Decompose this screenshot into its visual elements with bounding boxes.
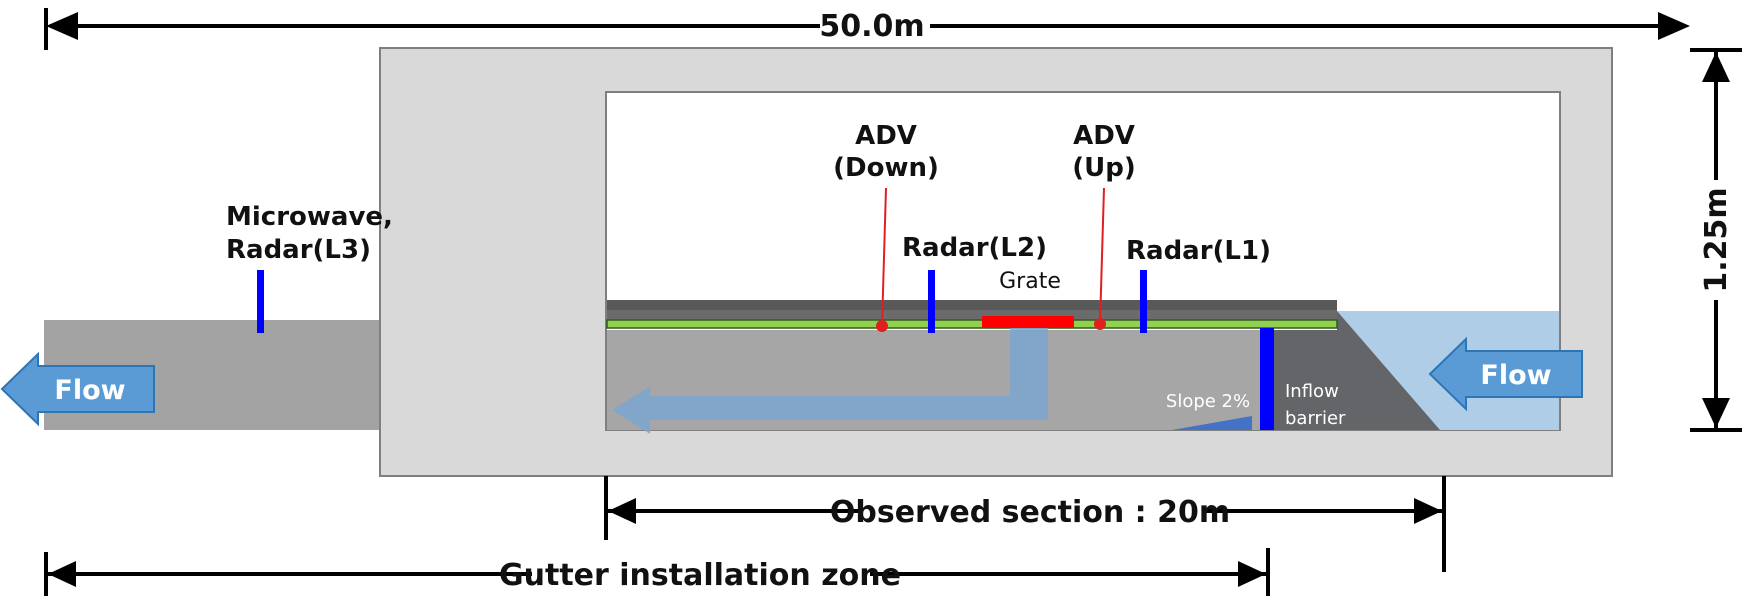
adv-up-sensor bbox=[1094, 318, 1106, 330]
inflow-barrier-label-1: Inflow bbox=[1285, 381, 1339, 402]
adv-up-leader bbox=[1099, 187, 1105, 325]
radar-l1-sensor bbox=[1140, 270, 1147, 333]
radar-l1-label: Radar(L1) bbox=[1126, 236, 1271, 266]
inflow-barrier bbox=[1260, 328, 1274, 430]
flow-arrow-right: Flow bbox=[1428, 336, 1583, 412]
grate bbox=[982, 316, 1074, 328]
top-rail bbox=[607, 300, 1337, 310]
microwave-label-1: Microwave, bbox=[226, 202, 393, 232]
inflow-ramp bbox=[1264, 311, 1440, 430]
radar-l2-sensor bbox=[928, 270, 935, 333]
inflow-barrier-label-2: barrier bbox=[1285, 408, 1346, 429]
adv-up-label-1: ADV bbox=[1073, 121, 1135, 151]
slope-label: Slope 2% bbox=[1166, 391, 1250, 412]
gutter-zone-label: Gutter installation zone bbox=[499, 558, 901, 593]
slope-indicator bbox=[1172, 416, 1252, 430]
adv-up-label-2: (Up) bbox=[1072, 153, 1136, 183]
height-label: 1.25m bbox=[1699, 187, 1734, 292]
observed-section-label: Observed section : 20m bbox=[830, 495, 1230, 530]
adv-down-leader bbox=[881, 187, 887, 327]
flow-arrow-left: Flow bbox=[0, 351, 155, 427]
total-length-label: 50.0m bbox=[819, 9, 924, 44]
drain-flow-path bbox=[612, 328, 1048, 434]
flow-left-label: Flow bbox=[54, 375, 125, 406]
radar-l3-sensor bbox=[257, 270, 264, 333]
total-length-dimension: 50.0m bbox=[44, 8, 1690, 50]
adv-down-label-2: (Down) bbox=[833, 153, 939, 183]
gutter-rail bbox=[606, 319, 1338, 329]
flow-right-label: Flow bbox=[1480, 360, 1551, 391]
grate-label: Grate bbox=[999, 269, 1061, 294]
radar-l2-label: Radar(L2) bbox=[902, 233, 1047, 263]
mid-rail bbox=[607, 310, 1337, 320]
observed-section-dimension: Observed section : 20m bbox=[604, 476, 1446, 572]
adv-down-label-1: ADV bbox=[855, 121, 917, 151]
microwave-label-2: Radar(L3) bbox=[226, 235, 371, 265]
height-dimension: 1.25m bbox=[1690, 48, 1742, 432]
gutter-zone-dimension: Gutter installation zone bbox=[44, 548, 1270, 596]
adv-down-sensor bbox=[876, 320, 888, 332]
